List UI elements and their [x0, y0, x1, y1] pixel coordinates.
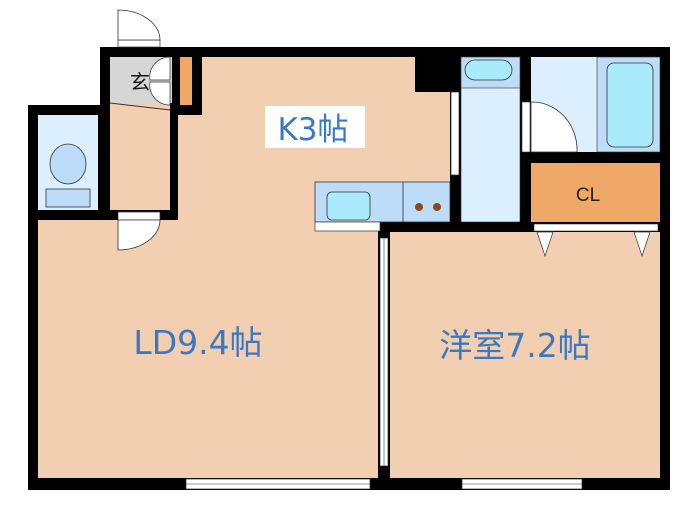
living-dining-label: LD9.4帖: [133, 323, 262, 362]
living-dining-floor: [38, 220, 378, 478]
hallway-floor: [110, 103, 170, 210]
hall-door[interactable]: [117, 211, 161, 251]
kitchen-counter: [314, 181, 451, 232]
toilet-room: [38, 115, 98, 210]
entrance-door[interactable]: [117, 9, 171, 106]
kitchen-floor-2: [178, 115, 208, 225]
western-room-label: 洋室7.2帖: [439, 326, 590, 365]
room-sliding-door[interactable]: [379, 237, 389, 467]
bathroom: [521, 56, 661, 153]
sink-icon: [326, 191, 371, 221]
bathroom-door[interactable]: [530, 101, 578, 153]
kitchen-label: K3帖: [277, 112, 348, 148]
closet[interactable]: CL: [531, 163, 660, 258]
stove-burner-icon: [433, 203, 441, 211]
western-room-floor: [390, 232, 660, 478]
closet-label: CL: [576, 185, 600, 206]
bathtub-icon: [606, 62, 654, 148]
washbasin-icon: [464, 59, 513, 81]
toilet-icon: [49, 143, 87, 185]
ld-window: [185, 478, 371, 490]
sliding-door[interactable]: [450, 91, 460, 176]
shoe-cabinet: [180, 57, 192, 105]
entrance-label: 玄: [130, 70, 150, 94]
stove-burner-icon: [415, 203, 423, 211]
washroom: [460, 56, 521, 223]
western-room-window: [461, 478, 583, 490]
